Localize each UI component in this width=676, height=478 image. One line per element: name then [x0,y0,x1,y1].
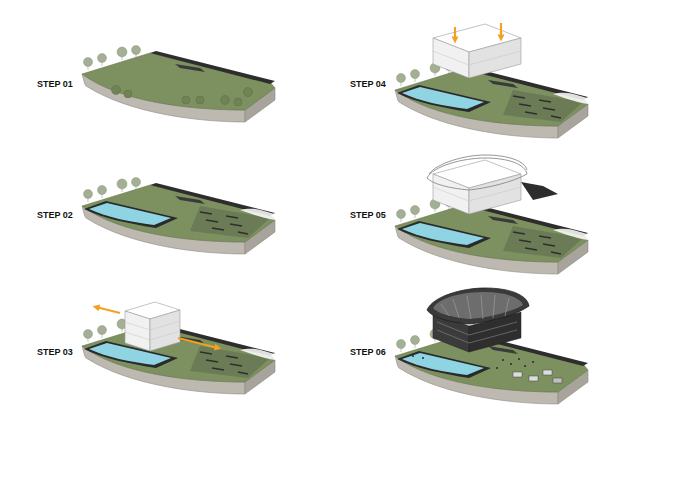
building-mass [125,302,180,351]
step-label: STEP 03 [37,347,73,357]
cars [513,370,562,383]
pool [84,201,178,228]
step-label: STEP 02 [37,210,73,220]
pool [397,85,491,112]
site-slab [395,203,588,274]
parking [503,226,588,258]
site-step [82,302,275,394]
finished-building [427,288,529,352]
canopy-shadow [521,182,558,200]
step-label: STEP 05 [350,210,386,220]
site-step [395,288,588,404]
site-step [395,155,588,274]
pool [397,221,491,248]
site-slab [82,51,275,122]
move-arrow [454,27,456,40]
building-mass [433,24,521,78]
roof-canopy [427,158,527,190]
step-label: STEP 01 [37,79,73,89]
site-step [82,46,275,123]
parking [190,346,275,378]
tree-row [112,86,253,107]
parking [503,90,588,122]
site-slab [395,67,588,138]
move-arrow [178,338,218,348]
site-step [82,178,275,255]
step-label: STEP 04 [350,79,386,89]
building-mass [433,160,521,214]
site-slab [82,183,275,254]
roof-canopy [429,155,527,174]
pool [397,351,491,378]
tree-row [84,46,141,71]
move-arrow [500,23,502,38]
parking [190,206,275,238]
site-step [395,23,588,138]
move-arrow [96,307,120,313]
people [412,355,534,369]
tree-row [84,178,141,203]
step-label: STEP 06 [350,347,386,357]
